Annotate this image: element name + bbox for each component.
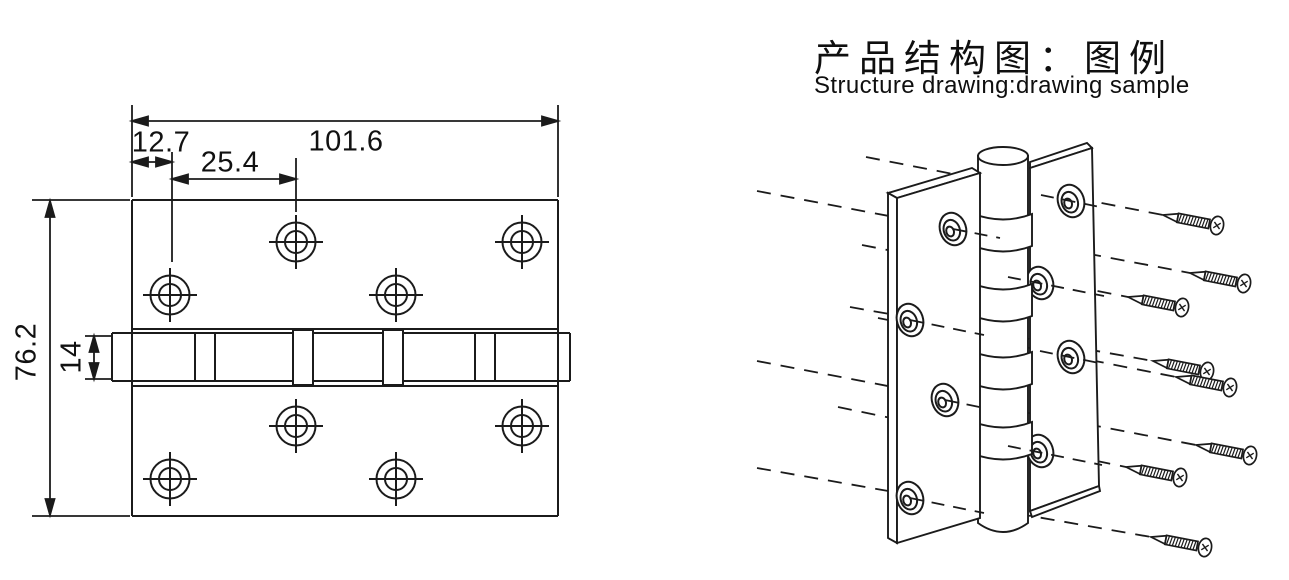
extension-lines <box>32 105 559 517</box>
axis-dashes-near-holes <box>909 194 1106 514</box>
screw <box>1123 457 1190 489</box>
title-english: Structure drawing:drawing sample <box>814 72 1190 99</box>
screw-hole <box>368 267 424 323</box>
screw-hole <box>494 398 550 454</box>
screw-hole <box>142 267 198 323</box>
screw-hole <box>368 451 424 507</box>
dim-width-101-6: 101.6 <box>308 125 384 158</box>
dimension-lines <box>44 115 562 519</box>
screw <box>1160 205 1227 237</box>
hinge-pin-barrel <box>973 146 1033 533</box>
screw-hole <box>142 451 198 507</box>
screw-hole <box>268 398 324 454</box>
dim-hole-spacing-25-4: 25.4 <box>200 146 260 179</box>
screw-hole <box>494 214 550 270</box>
hinge-barrel-plan <box>111 329 571 386</box>
screw <box>1193 435 1260 467</box>
right-leaf <box>1028 141 1102 519</box>
dim-edge-offset-12-7: 12.7 <box>131 126 191 159</box>
screw <box>1148 527 1215 559</box>
structure-illustration <box>756 141 1260 559</box>
screw <box>1187 263 1254 295</box>
dim-height-76-2: 76.2 <box>10 322 43 382</box>
dim-knuckle-14: 14 <box>55 340 88 374</box>
title-chinese: 产品结构图：图例 <box>814 38 1174 79</box>
plan-view-drawing <box>32 105 571 519</box>
hinge-leaf-outline <box>131 199 559 517</box>
screw <box>1125 287 1192 319</box>
screw-hole <box>268 214 324 270</box>
screws <box>1123 205 1260 559</box>
plan-screw-holes <box>142 214 550 507</box>
left-leaf <box>885 166 983 545</box>
